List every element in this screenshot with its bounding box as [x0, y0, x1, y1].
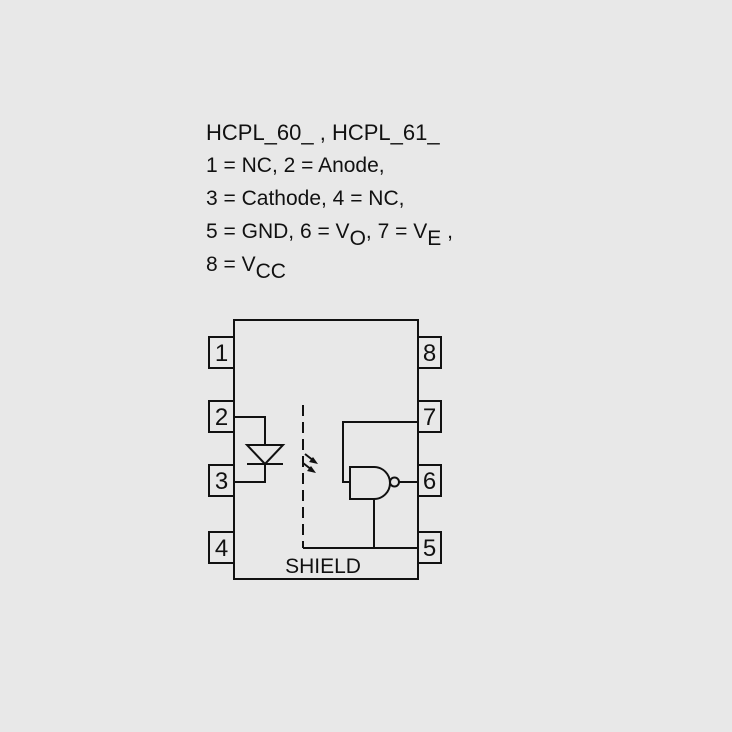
led-diode-triangle — [244, 444, 286, 466]
pin-1-box — [208, 336, 235, 369]
pin-3-box — [208, 464, 235, 497]
pin-row-3-mid: , 7 = V — [365, 220, 428, 243]
pin-row-3-suffix: , — [441, 220, 453, 243]
vo-subscript: O — [349, 227, 366, 250]
pin-4-box — [208, 531, 235, 564]
pin-1-label: 1 — [215, 340, 228, 367]
pin-7-box — [417, 400, 442, 433]
cathode-wire — [234, 464, 266, 483]
pin-row-1: 1 = NC, 2 = Anode, — [206, 154, 385, 177]
enable-wire — [342, 421, 418, 483]
light-arrowhead-1 — [309, 457, 318, 464]
pin-row-2: 3 = Cathode, 4 = NC, — [206, 187, 405, 210]
ve-subscript: E — [427, 227, 442, 250]
nand-inversion-bubble — [389, 476, 400, 488]
vcc-subscript: CC — [255, 260, 286, 283]
ic-package-body — [233, 319, 419, 580]
pin-3-label: 3 — [215, 468, 228, 495]
pin-assignment-text: HCPL_60_ , HCPL_61_ 1 = NC, 2 = Anode, 3… — [206, 116, 453, 283]
pin-4-label: 4 — [215, 535, 228, 562]
anode-wire — [234, 416, 266, 445]
pin-row-3-prefix: 5 = GND, 6 = V — [206, 220, 350, 243]
pin-6-box — [417, 464, 442, 497]
pin-7-label: 7 — [423, 404, 436, 431]
pin-2-label: 2 — [215, 404, 228, 431]
nand-gate-body — [349, 466, 391, 500]
pin-row-3: 5 = GND, 6 = VO, 7 = VE , — [206, 215, 453, 250]
pin-6-label: 6 — [423, 468, 436, 495]
shield-label: SHIELD — [285, 555, 361, 578]
pin-row-4: 8 = VCC — [206, 248, 453, 283]
pin-8-label: 8 — [423, 340, 436, 367]
pin-row-4-prefix: 8 = V — [206, 253, 256, 276]
light-arrowhead-2 — [307, 466, 316, 473]
pin-8-box — [417, 336, 442, 369]
part-numbers: HCPL_60_ , HCPL_61_ — [206, 120, 440, 145]
pin-5-label: 5 — [423, 535, 436, 562]
